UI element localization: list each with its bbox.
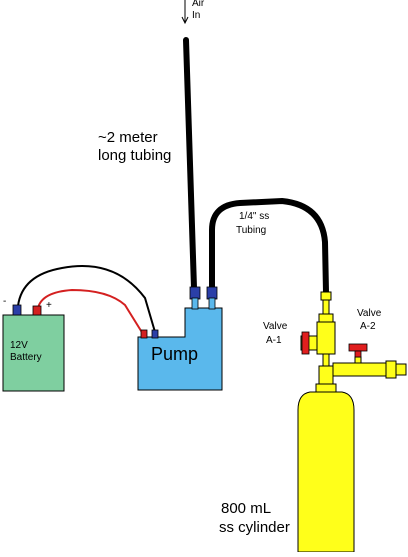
pump-wire-terminal-neg	[151, 329, 159, 339]
valve-a2-label-line2: A-2	[360, 321, 376, 332]
cylinder-label-line1: 800 mL	[221, 500, 272, 517]
pump-inlet-stub	[191, 297, 199, 310]
ss-tubing	[209, 197, 329, 293]
cylinder-body	[297, 391, 355, 553]
valve-a1	[301, 331, 310, 355]
pump-outlet-fitting	[206, 286, 218, 300]
cylinder-label-line2: ss cylinder	[219, 519, 290, 536]
pump-wire-terminal-pos	[140, 329, 148, 339]
battery-positive-label: +	[46, 300, 52, 311]
air-in-label-line2: In	[192, 10, 201, 21]
pump-body	[137, 307, 223, 391]
long-tubing-label-line2: long tubing	[98, 147, 172, 164]
cylinder-fittings	[300, 291, 407, 393]
battery-body	[2, 314, 65, 392]
battery-label-line2: Battery	[10, 352, 42, 363]
battery-positive-terminal	[32, 305, 42, 316]
valve-a2-label-line1: Valve	[357, 308, 382, 319]
ss-tubing-label-line2: Tubing	[236, 225, 267, 236]
valve-a1-label-line1: Valve	[263, 321, 288, 332]
pump-outlet-stub	[208, 297, 216, 310]
pump-inlet-fitting	[189, 286, 201, 300]
pump-label: Pump	[151, 344, 199, 364]
air-in-label-line1: Air	[192, 0, 205, 9]
ss-tubing-label-line1: 1/4" ss	[239, 211, 270, 222]
long-tubing	[183, 37, 197, 291]
negative-wire	[17, 265, 156, 333]
long-tubing-label-line1: ~2 meter	[98, 129, 158, 146]
valve-a1-label-line2: A-1	[266, 335, 282, 346]
positive-wire	[37, 288, 144, 335]
valve-a2	[348, 343, 368, 358]
battery-negative-terminal	[12, 304, 22, 316]
battery-label-line1: 12V	[10, 340, 28, 351]
air-in-arrow	[181, 0, 189, 25]
battery-negative-label: -	[3, 296, 7, 307]
